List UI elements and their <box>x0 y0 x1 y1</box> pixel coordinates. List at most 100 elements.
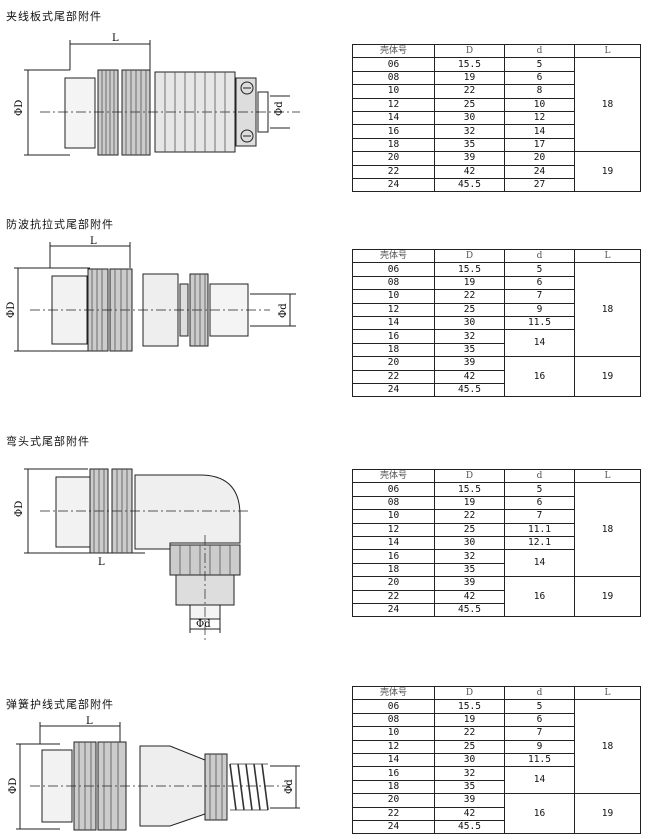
cell: 6 <box>504 712 575 728</box>
header-L: L <box>574 248 641 264</box>
header-d: d <box>504 43 575 59</box>
cell-L: 19 <box>574 151 641 193</box>
cell: 39 <box>434 356 505 371</box>
cell-d-group: 14 <box>504 549 575 578</box>
clamp-plate-drawing: L ΦD Φd <box>14 33 300 156</box>
cell: 45.5 <box>434 602 505 618</box>
cell: 10 <box>352 726 435 741</box>
cell: 16 <box>352 549 435 564</box>
cell: 19 <box>434 495 505 511</box>
cell: 14 <box>352 752 435 768</box>
cell: 12.1 <box>504 535 575 551</box>
cell: 5 <box>504 57 575 72</box>
cell: 45.5 <box>434 382 505 398</box>
cell-L: 18 <box>574 262 641 358</box>
cell: 9 <box>504 739 575 754</box>
dim-L-label: L <box>86 716 93 727</box>
cell: 6 <box>504 70 575 86</box>
header-shell: 壳体号 <box>352 248 435 264</box>
cell: 39 <box>434 151 505 166</box>
cell: 24 <box>352 602 435 618</box>
cell: 30 <box>434 752 505 768</box>
cell-d-group: 16 <box>504 793 575 835</box>
cell: 42 <box>434 806 505 821</box>
cell: 08 <box>352 495 435 511</box>
cell: 10 <box>504 97 575 112</box>
cell: 25 <box>434 302 505 317</box>
cell: 15.5 <box>434 482 505 497</box>
cell: 12 <box>352 522 435 537</box>
cell-d-group: 16 <box>504 356 575 398</box>
cell: 18 <box>352 137 435 153</box>
cell: 12 <box>352 739 435 754</box>
section-title-shielded: 防波抗拉式尾部附件 <box>6 218 114 231</box>
cell: 24 <box>352 819 435 835</box>
header-d: d <box>504 248 575 264</box>
cell: 35 <box>434 562 505 578</box>
cell: 32 <box>434 329 505 344</box>
header-shell: 壳体号 <box>352 43 435 59</box>
header-shell: 壳体号 <box>352 468 435 484</box>
cell: 08 <box>352 70 435 86</box>
cell: 10 <box>352 84 435 99</box>
cell: 42 <box>434 589 505 604</box>
cell: 42 <box>434 369 505 384</box>
cell: 42 <box>434 164 505 179</box>
header-D: D <box>434 685 505 701</box>
cell: 22 <box>434 84 505 99</box>
cell: 06 <box>352 699 435 714</box>
cell-L: 19 <box>574 576 641 618</box>
dim-d-label: Φd <box>278 303 289 318</box>
cell: 06 <box>352 57 435 72</box>
cell: 19 <box>434 70 505 86</box>
cell-d-group: 14 <box>504 329 575 358</box>
cell: 18 <box>352 562 435 578</box>
dim-L-label: L <box>112 33 119 44</box>
cell-L: 19 <box>574 356 641 398</box>
cell: 16 <box>352 124 435 139</box>
dim-D-label: ΦD <box>8 778 19 794</box>
dim-d-label: Φd <box>284 779 295 794</box>
cell: 6 <box>504 495 575 511</box>
cell: 7 <box>504 509 575 524</box>
shielded-drawing: L ΦD Φd <box>6 236 296 352</box>
section-title-elbow: 弯头式尾部附件 <box>6 435 90 448</box>
cell: 12 <box>352 302 435 317</box>
cell: 06 <box>352 482 435 497</box>
cell: 39 <box>434 793 505 808</box>
cell: 15.5 <box>434 699 505 714</box>
header-L: L <box>574 43 641 59</box>
cell: 22 <box>352 589 435 604</box>
dim-L-label: L <box>90 236 97 247</box>
cell: 10 <box>352 289 435 304</box>
dim-D-label: ΦD <box>14 100 25 116</box>
cell: 08 <box>352 712 435 728</box>
section-title-clamp: 夹线板式尾部附件 <box>6 10 102 23</box>
cell: 7 <box>504 289 575 304</box>
cell-d-group: 14 <box>504 766 575 795</box>
cell-L: 18 <box>574 482 641 578</box>
cell: 24 <box>352 382 435 398</box>
dim-d-label: Φd <box>196 619 211 630</box>
cell: 32 <box>434 124 505 139</box>
cell: 35 <box>434 137 505 153</box>
cell: 45.5 <box>434 177 505 193</box>
cell: 19 <box>434 275 505 291</box>
cell: 20 <box>352 793 435 808</box>
section-title-spring: 弹簧护线式尾部附件 <box>6 698 114 711</box>
cell: 5 <box>504 262 575 277</box>
cell-L: 19 <box>574 793 641 835</box>
dim-L-label: L <box>98 557 105 568</box>
cell: 9 <box>504 302 575 317</box>
cell: 12 <box>352 97 435 112</box>
cell: 30 <box>434 315 505 331</box>
cell: 20 <box>352 151 435 166</box>
cell: 11.5 <box>504 752 575 768</box>
cell: 5 <box>504 482 575 497</box>
cell: 14 <box>352 110 435 126</box>
cell-L: 18 <box>574 57 641 153</box>
cell: 18 <box>352 779 435 795</box>
dim-d-label: Φd <box>274 101 285 116</box>
